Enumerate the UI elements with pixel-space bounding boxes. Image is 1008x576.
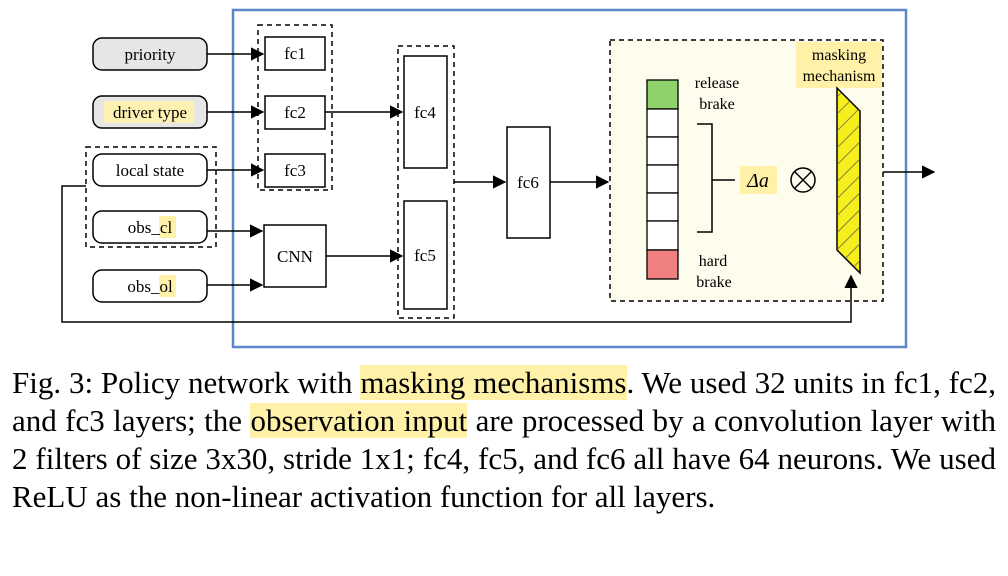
delta-a-label: Δa xyxy=(746,170,769,192)
driver-type-highlight xyxy=(104,101,194,123)
fc1-label: fc1 xyxy=(284,44,306,63)
fc6-label: fc6 xyxy=(517,173,539,192)
figure-caption: Fig. 3: Policy network with masking mech… xyxy=(12,364,996,516)
obs-cl-input xyxy=(92,210,208,244)
action-cell xyxy=(646,220,679,251)
release-brake-label-2: brake xyxy=(699,96,735,113)
fc6-box xyxy=(506,126,551,239)
action-cell xyxy=(646,164,679,194)
driver-type-input-label: driver type xyxy=(113,103,187,122)
delta-highlight xyxy=(740,166,777,194)
obs-ol-highlight xyxy=(159,275,176,297)
policy-network-diagram: priority driver type local state obs_cl … xyxy=(61,8,936,349)
caption-highlight-masking: masking mechanisms xyxy=(360,365,627,400)
hard-brake-label-2: brake xyxy=(696,274,732,291)
otimes-icon xyxy=(790,167,816,193)
fc4-box xyxy=(403,55,448,169)
cnn-box xyxy=(263,224,327,288)
action-cell xyxy=(646,136,679,166)
local-obs-group xyxy=(85,146,217,248)
obs-cl-highlight xyxy=(159,216,176,238)
action-cell xyxy=(646,192,679,222)
local-state-input-label: local state xyxy=(116,161,184,180)
action-column xyxy=(646,79,679,280)
priority-input-label: priority xyxy=(125,45,176,64)
fc5-label: fc5 xyxy=(414,246,436,265)
caption-text: Fig. 3: Policy network with xyxy=(12,365,361,400)
connections xyxy=(61,47,936,323)
fc5-box xyxy=(403,200,448,310)
release-brake-cell xyxy=(646,79,679,110)
fc2-label: fc2 xyxy=(284,103,306,122)
fc1-box xyxy=(264,36,326,71)
fc2-box xyxy=(264,95,326,130)
masking-label: masking xyxy=(812,47,866,64)
masking-label-2: mechanism xyxy=(803,68,876,85)
network-boundary xyxy=(231,8,908,349)
action-bracket xyxy=(697,123,735,233)
fc3-box xyxy=(264,153,326,188)
fc4-label: fc4 xyxy=(414,103,436,122)
masking-label-highlight xyxy=(796,42,882,88)
cnn-label: CNN xyxy=(277,247,313,266)
masking-hatch xyxy=(837,88,860,273)
action-cell xyxy=(646,108,679,138)
caption-text: are processed by a convolution layer wit… xyxy=(12,403,997,514)
caption-highlight-observation: observation input xyxy=(250,403,468,438)
fc3-label: fc3 xyxy=(284,161,306,180)
release-brake-label: release xyxy=(695,75,739,92)
obs-cl-input-label: obs_cl xyxy=(128,218,173,237)
obs-ol-input xyxy=(92,269,208,303)
fc1-3-group xyxy=(257,24,333,191)
caption-text: . We used 32 units in fc1, fc2, and fc3 … xyxy=(12,365,997,438)
hard-brake-label: hard xyxy=(699,253,727,270)
hard-brake-cell xyxy=(646,249,679,280)
obs-ol-input-label: obs_ol xyxy=(127,277,173,296)
